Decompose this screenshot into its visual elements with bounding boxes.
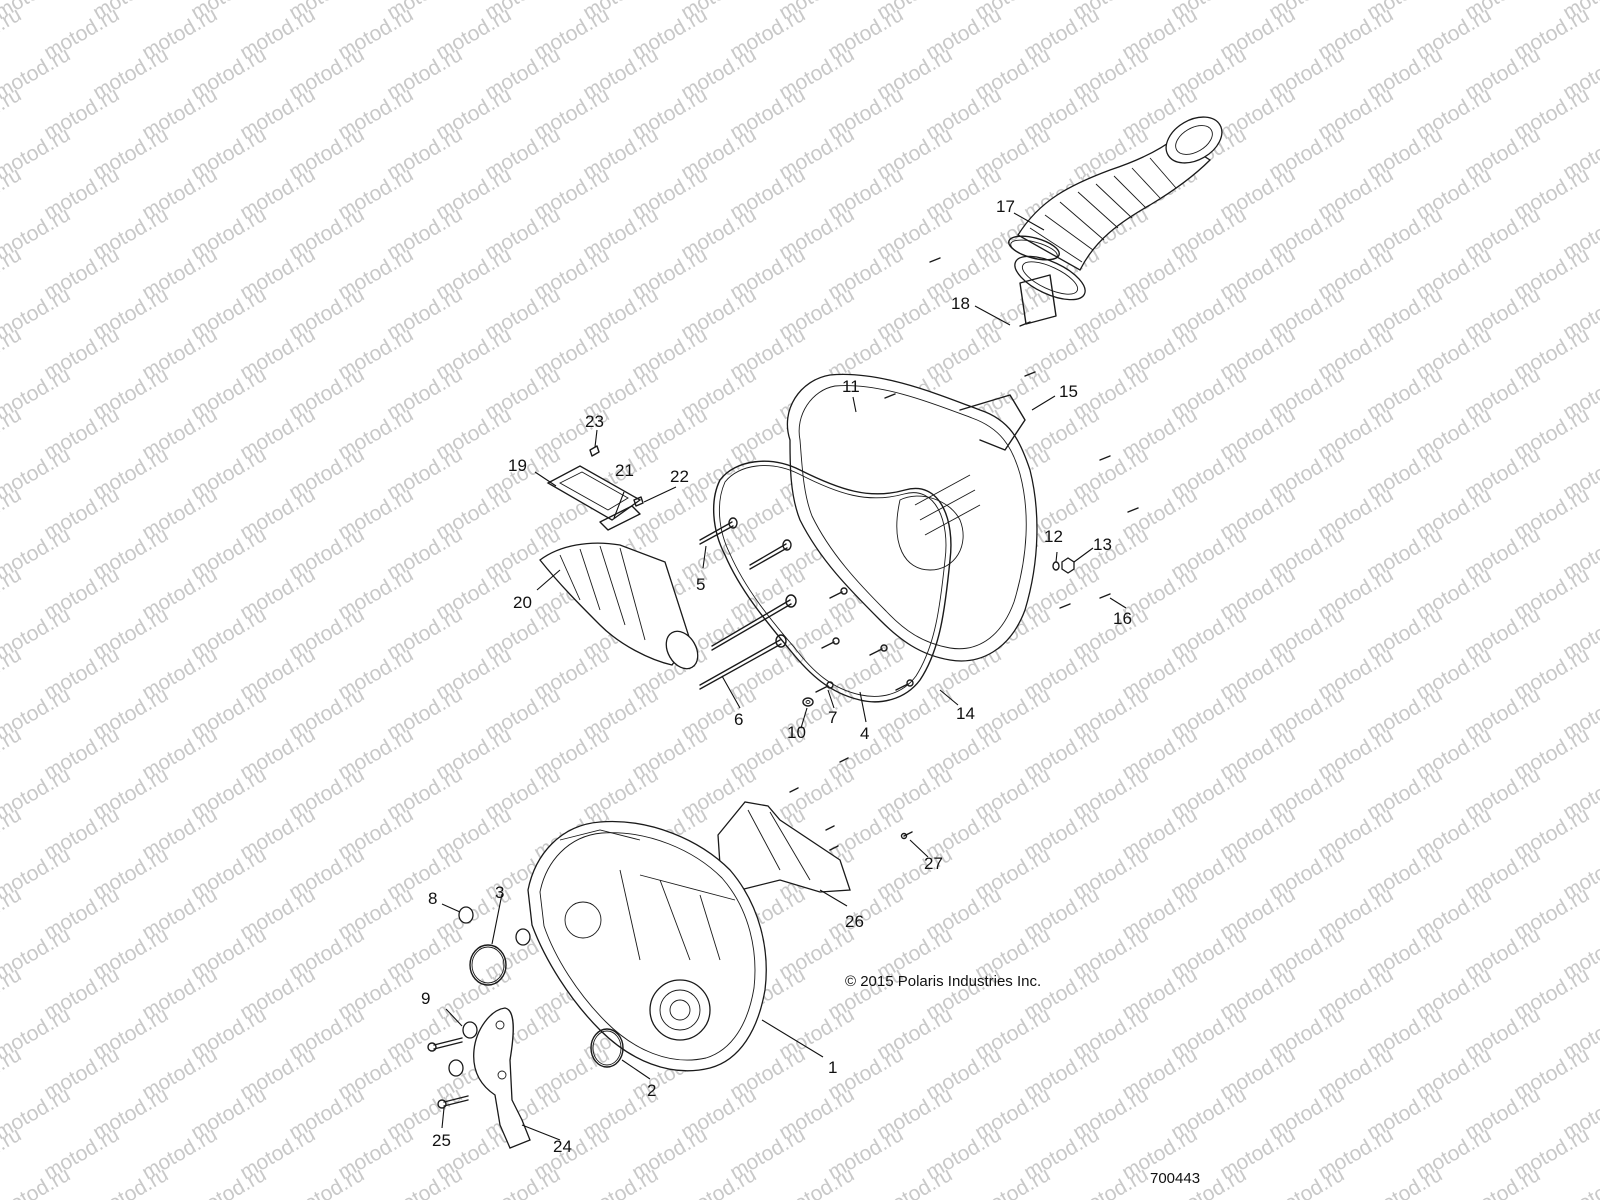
watermark-text: motod.ru: [579, 1163, 662, 1200]
callout-22: 22: [670, 467, 689, 486]
part-10-washer: [802, 697, 814, 707]
callout-24: 24: [553, 1137, 572, 1156]
callout-23: 23: [585, 412, 604, 431]
part-16-pins: [789, 257, 1139, 851]
part-12-washer: [1052, 561, 1060, 571]
part-25-bolts: [427, 1037, 469, 1109]
callout-26: 26: [845, 912, 864, 931]
part-22-screw: [633, 496, 644, 507]
watermark-text: motod.ru: [1363, 1163, 1446, 1200]
callout-3: 3: [495, 883, 504, 902]
watermark-text: motod.ru: [383, 1163, 466, 1200]
part-26-deflector: [717, 801, 851, 893]
callout-19: 19: [508, 456, 527, 475]
callout-20: 20: [513, 593, 532, 612]
part-3-o-ring: [469, 944, 507, 986]
watermark-text: motod.ru: [89, 1163, 172, 1200]
part-19-plate: [546, 465, 642, 521]
part-6-bolt: [711, 594, 797, 651]
callout-10: 10: [787, 723, 806, 742]
callout-9: 9: [421, 989, 430, 1008]
part-7-bolt: [815, 681, 834, 693]
callout-7: 7: [828, 708, 837, 727]
watermark-text: motod.ru: [971, 1163, 1054, 1200]
part-8-grommets: [458, 906, 531, 946]
callout-25: 25: [432, 1131, 451, 1150]
part-27-screw: [900, 831, 913, 840]
part-5-bolt-b: [749, 539, 792, 570]
part-2-o-ring: [590, 1028, 624, 1068]
callout-6: 6: [734, 710, 743, 729]
part-20-duct: [539, 542, 699, 670]
callout-5: 5: [696, 575, 705, 594]
part-9-nuts: [448, 1021, 478, 1077]
watermark-text: motod.ru: [1461, 1163, 1544, 1200]
part-21-gasket: [599, 505, 641, 531]
watermark-text: motod.ru: [481, 1163, 564, 1200]
watermark-text: motod.ru: [1265, 1163, 1348, 1200]
callout-8: 8: [428, 889, 437, 908]
watermark-text: motod.ru: [187, 1163, 270, 1200]
part-15-label: [1019, 274, 1057, 325]
part-24-bracket: [473, 1007, 531, 1149]
part-13-nut: [1061, 557, 1075, 574]
callout-2: 2: [647, 1081, 656, 1100]
part-23-screw: [589, 445, 600, 457]
part-11-outer-cover: [786, 373, 1038, 662]
part-1-inner-cover: [527, 820, 767, 1072]
callout-27: 27: [924, 854, 943, 873]
callout-15: 15: [1059, 382, 1078, 401]
callout-1: 1: [828, 1058, 837, 1077]
callout-4: 4: [860, 724, 869, 743]
watermark-text: motod.ru: [285, 1163, 368, 1200]
part-14-seal: [712, 460, 952, 703]
watermark-text: motod.ru: [0, 1163, 74, 1200]
part-4-bolts: [821, 587, 914, 691]
callout-16: 16: [1113, 609, 1132, 628]
watermark-text: motod.ru: [1559, 1163, 1600, 1200]
callout-12: 12: [1044, 527, 1063, 546]
callout-18: 18: [951, 294, 970, 313]
callout-11: 11: [842, 377, 860, 396]
watermark-text: motod.ru: [873, 1163, 956, 1200]
callout-21: 21: [615, 461, 634, 480]
part-6-bolt-b: [699, 634, 787, 690]
part-5-bolt: [699, 517, 738, 545]
callout-13: 13: [1093, 535, 1112, 554]
watermark-text: motod.ru: [1069, 1163, 1152, 1200]
copyright-text: © 2015 Polaris Industries Inc.: [845, 973, 1041, 990]
drawing-number: 700443: [1150, 1170, 1200, 1187]
watermark-text: motod.ru: [677, 1163, 760, 1200]
part-18-clamp: [1008, 235, 1060, 261]
watermark-text: motod.ru: [775, 1163, 858, 1200]
callout-14: 14: [956, 704, 975, 723]
leader-lines: [441, 212, 1127, 1141]
callout-17: 17: [996, 197, 1015, 216]
part-17-intake-duct: [1014, 116, 1223, 301]
